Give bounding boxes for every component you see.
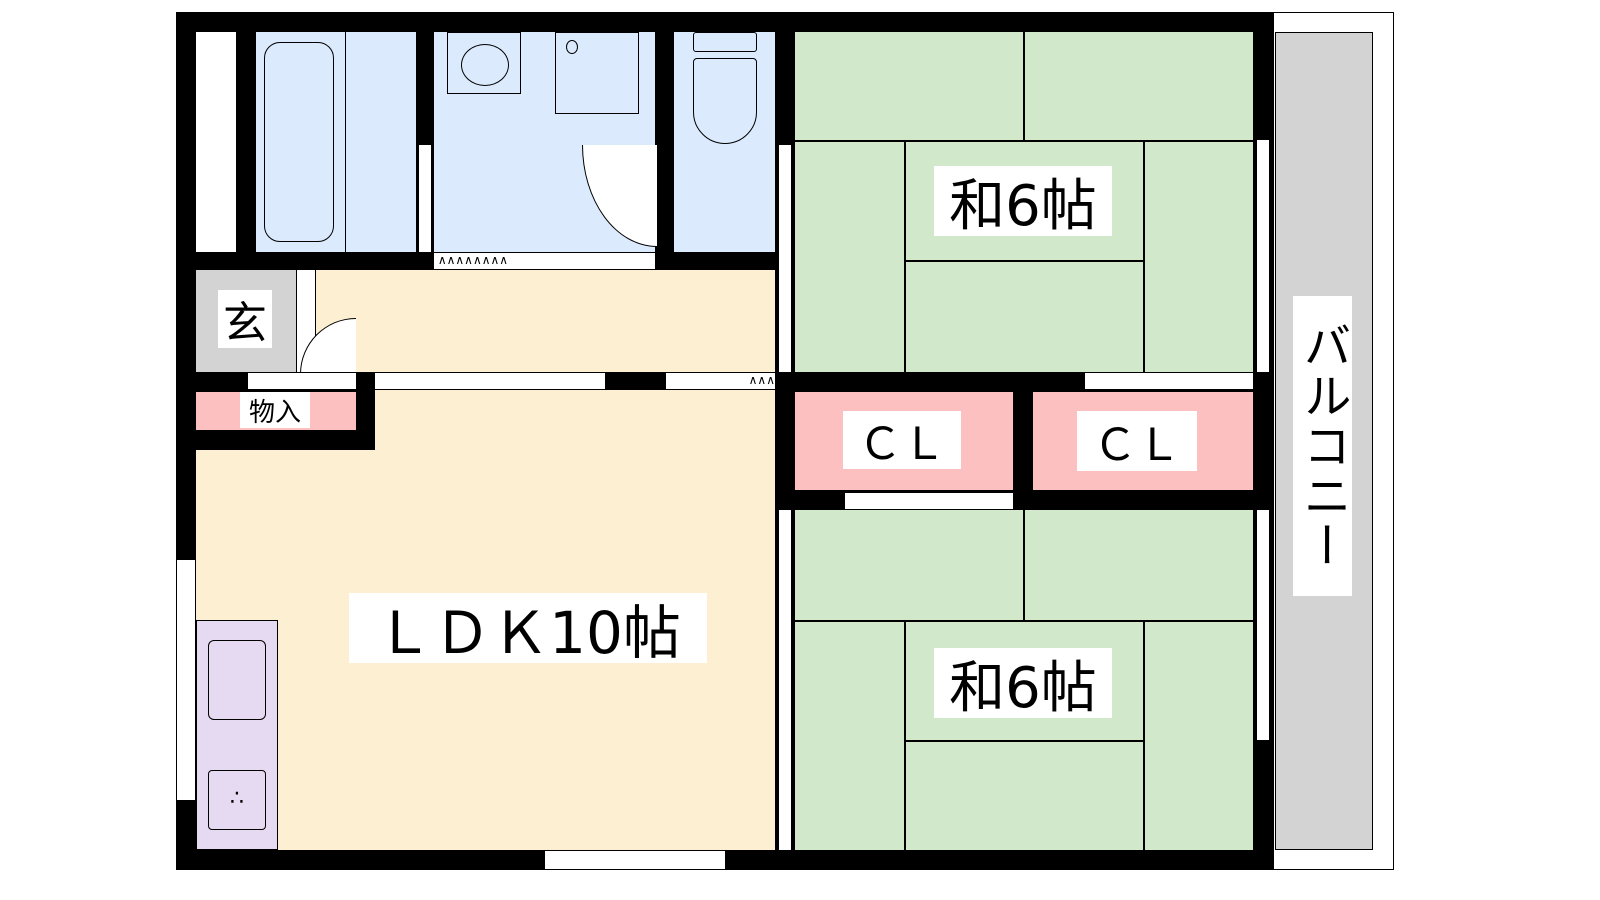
ldk-window-left[interactable] [176, 560, 196, 800]
basin-icon [461, 44, 509, 86]
washroom-sliding-door[interactable]: ∧∧∧∧∧∧∧∧ [434, 252, 655, 270]
stove-icon: ∴ [208, 770, 266, 830]
tatami-lines-lower [795, 510, 1253, 850]
bathtub-icon [264, 42, 334, 242]
japanese-room-lower-label: 和6帖 [934, 648, 1112, 721]
ldk-sliding-door[interactable] [375, 372, 605, 390]
closet-right-label: ＣＬ [1077, 411, 1197, 471]
closet-right-door[interactable] [1085, 372, 1253, 390]
japanese-room-lower-window[interactable] [1256, 510, 1270, 740]
storage-strip [196, 32, 236, 252]
japanese-room-upper-sliding-door[interactable] [778, 145, 792, 372]
entrance-label: 玄 [218, 290, 272, 349]
bath-divider [345, 32, 346, 252]
bathroom-door[interactable] [418, 145, 432, 252]
ldk-upper [375, 390, 775, 450]
balcony-label: バルコニー [1293, 296, 1352, 596]
toilet-tank-icon [693, 32, 757, 52]
bathroom [256, 32, 416, 252]
ldk-window-bottom[interactable] [545, 850, 725, 870]
storage-label: 物入 [240, 392, 310, 428]
kitchen [196, 620, 278, 850]
japanese-room-lower-sliding-door[interactable] [778, 510, 792, 850]
ldk-door[interactable]: ∧∧∧ [666, 372, 775, 390]
toilet-bowl-icon [693, 58, 757, 144]
tatami-lines-upper [795, 32, 1253, 372]
front-door[interactable] [248, 372, 356, 390]
washer-icon [555, 32, 639, 114]
hallway [316, 270, 775, 372]
drain-icon [566, 40, 578, 54]
ldk-label: ＬＤＫ10帖 [349, 593, 707, 667]
kitchen-sink-icon [208, 640, 266, 720]
closet-left-door[interactable] [845, 492, 1013, 510]
closet-left-label: ＣＬ [843, 411, 961, 470]
japanese-room-upper-label: 和6帖 [934, 166, 1112, 239]
sink-icon [447, 32, 521, 94]
japanese-room-upper-window[interactable] [1256, 140, 1270, 372]
